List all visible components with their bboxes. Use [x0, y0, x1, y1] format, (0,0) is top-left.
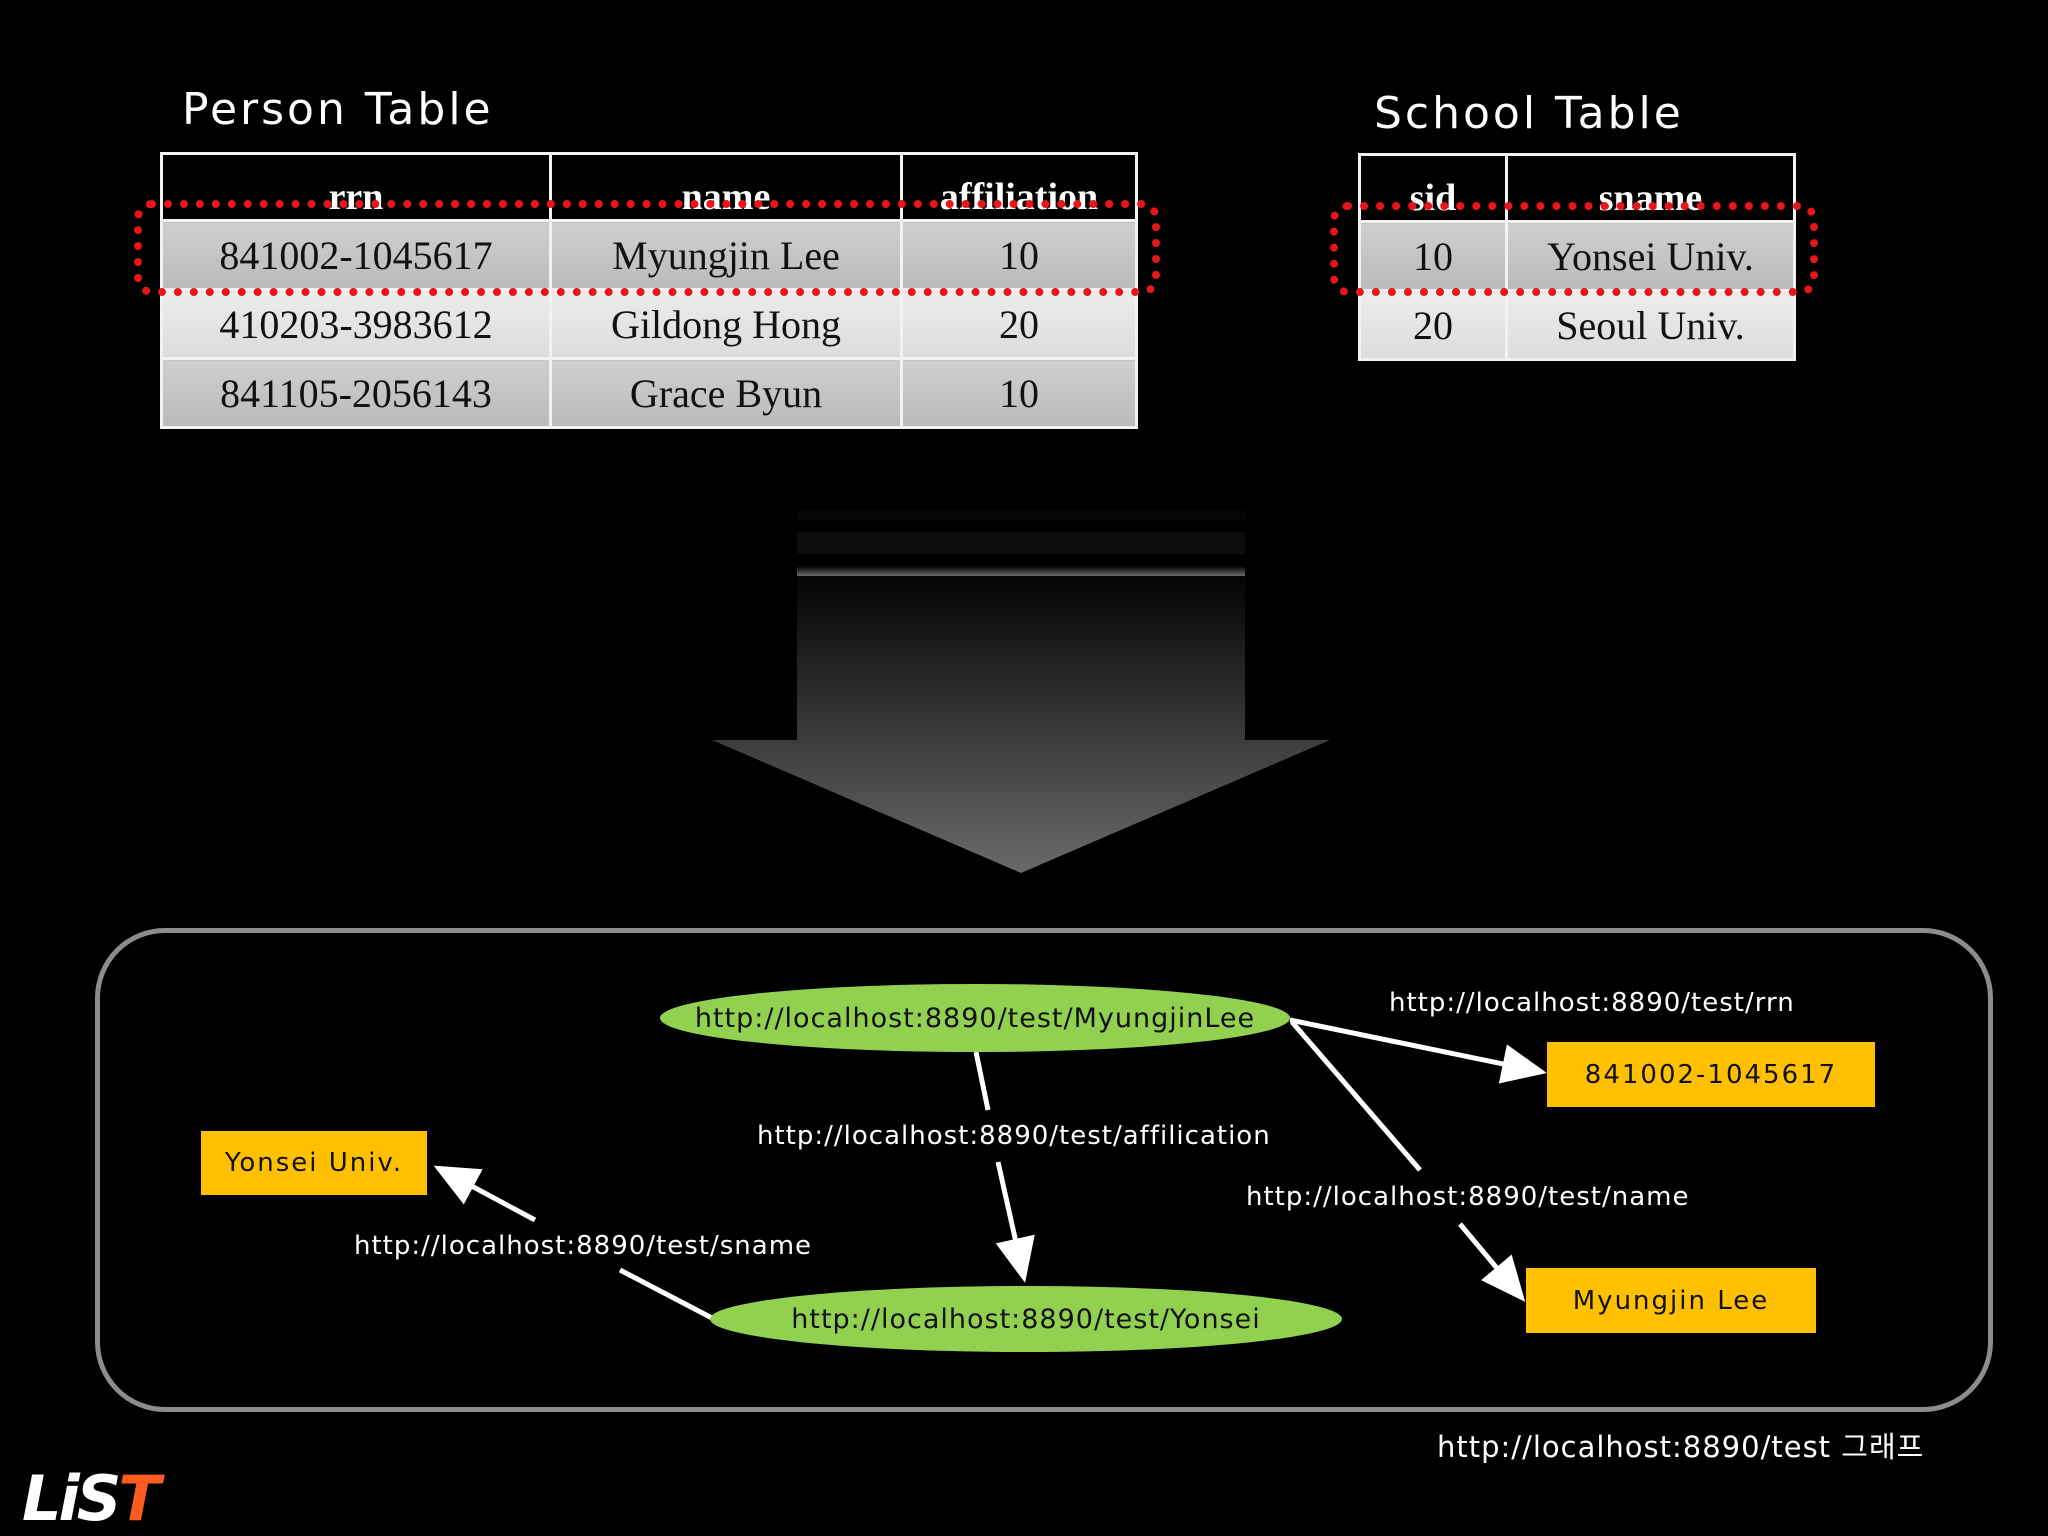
table-cell: Yonsei Univ.	[1505, 220, 1796, 292]
graph-caption: http://localhost:8890/test 그래프	[1437, 1430, 1925, 1464]
table-cell: 20	[1358, 289, 1508, 361]
edge-sname-lower	[618, 1267, 714, 1321]
table-cell: Myungjin Lee	[549, 219, 903, 291]
edge-name-lower	[1458, 1222, 1526, 1302]
table-cell: 10	[900, 357, 1138, 429]
person-row-highlight	[134, 200, 1160, 296]
table-header-row: sid sname	[1358, 153, 1796, 223]
edge-label-affiliation: http://localhost:8890/test/affilication	[757, 1121, 1271, 1151]
school-table: sid sname 10 Yonsei Univ. 20 Seoul Univ.	[1358, 153, 1796, 361]
column-header-sname: sname	[1505, 153, 1796, 223]
column-header-name: name	[549, 152, 903, 222]
edge-affiliation-upper	[973, 1051, 991, 1111]
table-row: 20 Seoul Univ.	[1358, 289, 1796, 361]
table-row: 841105-2056143 Grace Byun 10	[160, 357, 1138, 429]
table-cell: 841105-2056143	[160, 357, 552, 429]
table-cell: Seoul Univ.	[1505, 289, 1796, 361]
edge-label-name: http://localhost:8890/test/name	[1246, 1182, 1690, 1212]
graph-panel	[95, 928, 1993, 1412]
table-cell: Grace Byun	[549, 357, 903, 429]
edge-label-sname: http://localhost:8890/test/sname	[354, 1231, 813, 1261]
edge-affiliation-lower	[995, 1161, 1035, 1283]
table-cell: 10	[1358, 220, 1508, 292]
column-header-affiliation: affiliation	[900, 152, 1138, 222]
table-row: 10 Yonsei Univ.	[1358, 220, 1796, 292]
literal-node-rrn: 841002-1045617	[1547, 1042, 1875, 1107]
person-table-title: Person Table	[182, 84, 494, 135]
table-cell: Gildong Hong	[549, 288, 903, 360]
person-table: rrn name affiliation 841002-1045617 Myun…	[160, 152, 1138, 429]
table-header-row: rrn name affiliation	[160, 152, 1138, 222]
resource-node-yonsei: http://localhost:8890/test/Yonsei	[710, 1286, 1342, 1352]
school-table-title: School Table	[1374, 88, 1684, 139]
school-row-highlight	[1330, 202, 1818, 296]
edge-sname-upper	[433, 1165, 537, 1223]
column-header-rrn: rrn	[160, 152, 552, 222]
edge-rrn	[1289, 1017, 1547, 1084]
logo-text-part1: LiS	[22, 1462, 121, 1535]
transform-arrow	[712, 532, 1330, 873]
edge-name-upper	[1290, 1020, 1422, 1172]
resource-node-myungjinlee: http://localhost:8890/test/MyungjinLee	[660, 984, 1290, 1052]
list-logo: LiST	[22, 1462, 161, 1535]
literal-node-sname: Yonsei Univ.	[201, 1131, 427, 1195]
edge-label-rrn: http://localhost:8890/test/rrn	[1389, 988, 1795, 1018]
table-cell: 10	[900, 219, 1138, 291]
literal-node-name: Myungjin Lee	[1526, 1268, 1816, 1333]
logo-text-part2: T	[118, 1462, 160, 1535]
column-header-sid: sid	[1358, 153, 1508, 223]
